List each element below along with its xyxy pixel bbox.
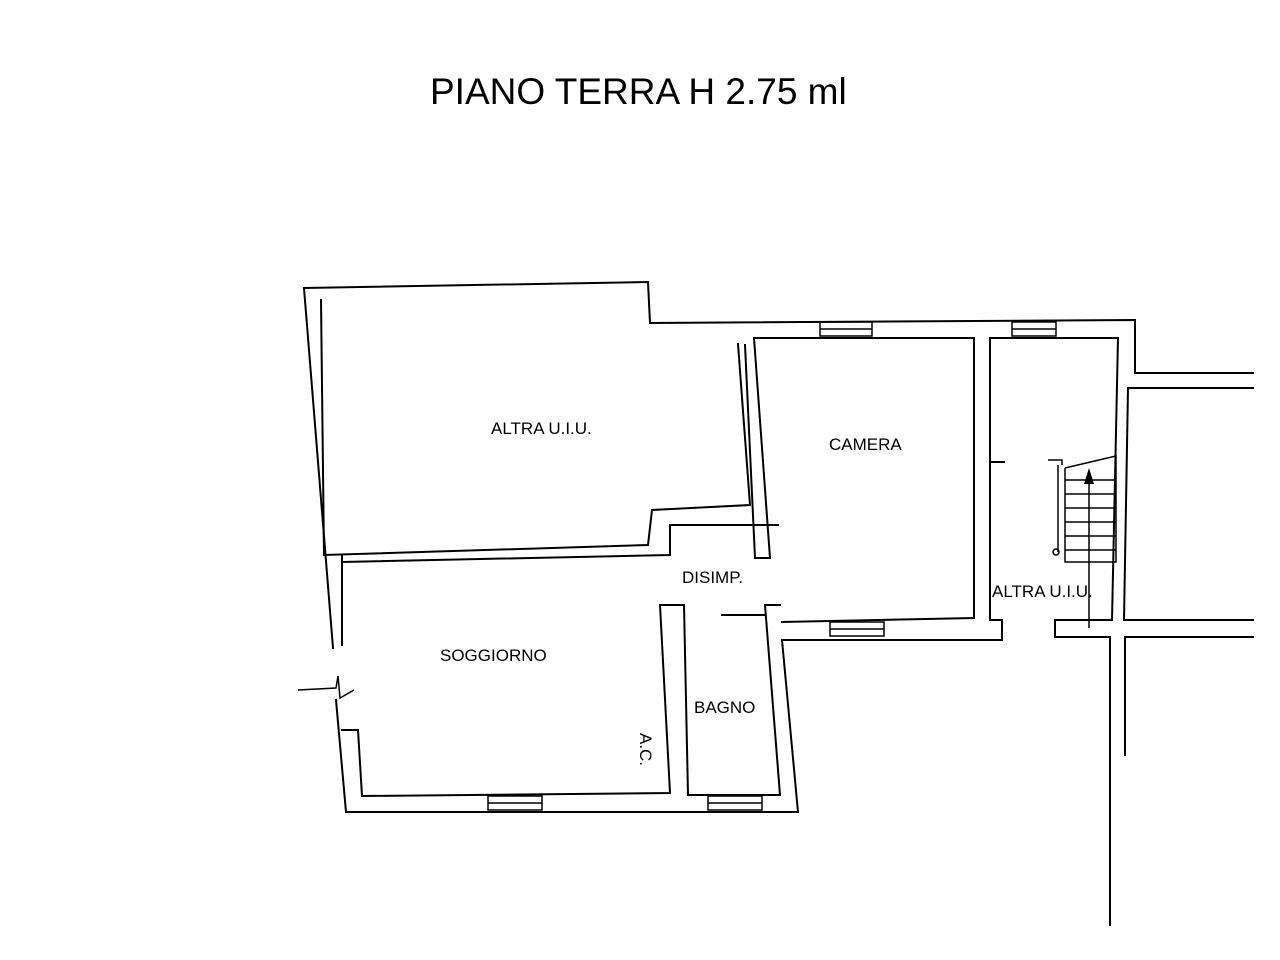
outer-wall-bottom <box>345 621 1003 813</box>
label-bagno: BAGNO <box>694 698 755 717</box>
walls <box>302 280 1254 926</box>
label-camera: CAMERA <box>829 435 902 454</box>
soggiorno-walls <box>341 604 685 798</box>
inner-wall-altra-uiu <box>319 298 752 557</box>
outer-wall-left-upper <box>302 286 335 650</box>
label-altra-uiu: ALTRA U.I.U. <box>491 419 592 438</box>
stair-unit-west <box>989 337 1003 621</box>
windows <box>487 321 1057 811</box>
staircase <box>1048 455 1117 628</box>
label-ac: A.C. <box>636 733 655 766</box>
label-disimp: DISIMP. <box>682 568 743 587</box>
label-altra-uiu-stair: ALTRA U.I.U. <box>992 582 1093 601</box>
stair-arrow-icon <box>1084 468 1094 484</box>
bagno-walls <box>682 603 782 796</box>
plan-title: PIANO TERRA H 2.75 ml <box>430 71 847 112</box>
label-soggiorno: SOGGIORNO <box>440 646 547 665</box>
camera-west-wall <box>743 336 772 559</box>
stair-unit-east <box>989 337 1120 926</box>
divider-wall <box>340 524 779 564</box>
right-unit-wall <box>1122 386 1254 621</box>
entrance-marker <box>297 675 355 700</box>
outer-wall-left-lower <box>334 698 348 814</box>
camera-walls <box>753 337 975 624</box>
outer-wall-top <box>302 280 1254 374</box>
